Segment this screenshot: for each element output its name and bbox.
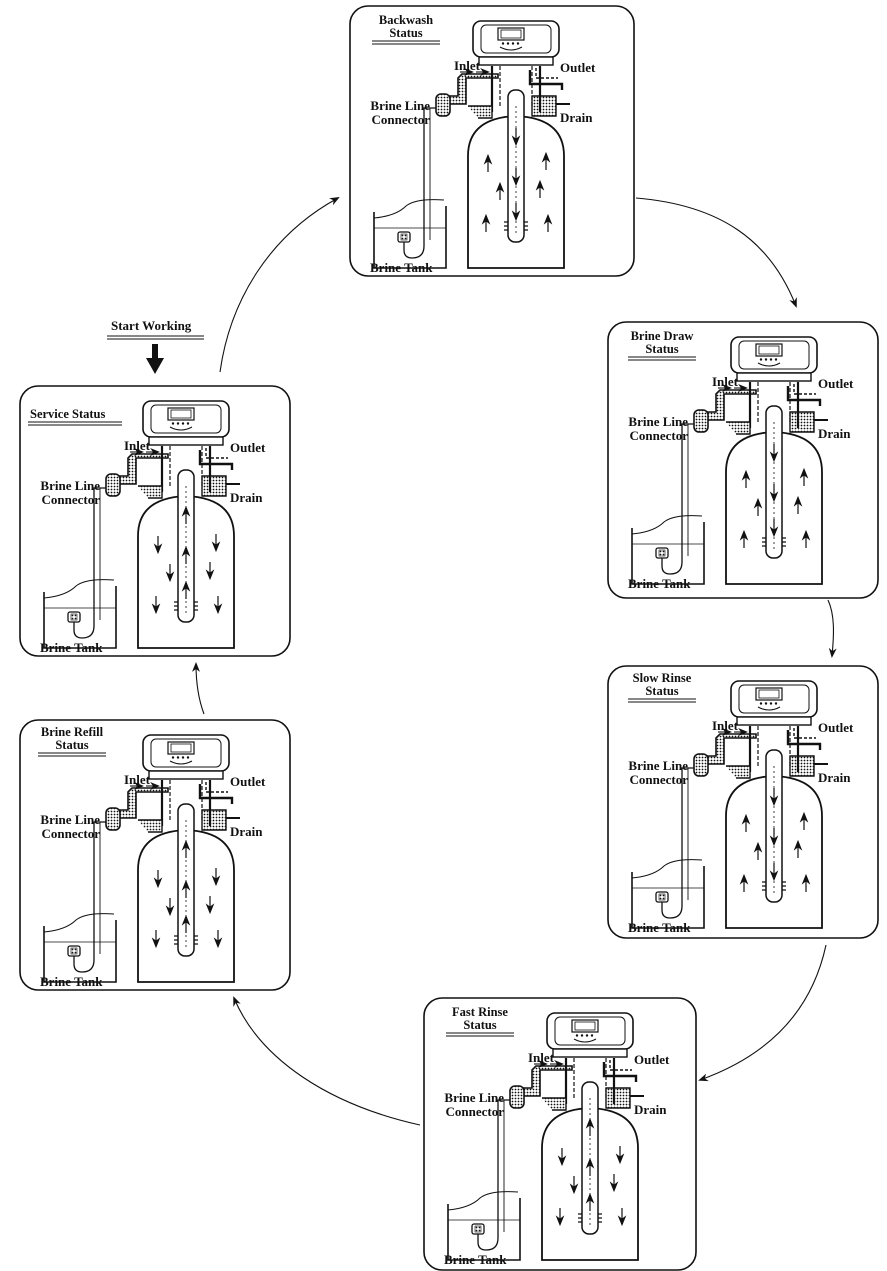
outlet-label: Outlet [230, 440, 266, 455]
start-working: Start Working [107, 318, 204, 374]
panel-title: Fast Rinse [452, 1005, 508, 1019]
drain-label: Drain [230, 490, 263, 505]
inlet-label: Inlet [454, 58, 481, 73]
drain-label: Drain [634, 1102, 667, 1117]
arrow-fast-rinse-to-brine-refill [233, 996, 421, 1126]
panel-title: Brine Refill [41, 725, 104, 739]
panel-title: Brine Draw [631, 329, 694, 343]
connector-label: Connector [42, 492, 101, 507]
inlet-label: Inlet [124, 772, 151, 787]
panel-title: Status [645, 342, 678, 356]
panel-title: Status [55, 738, 88, 752]
drain-label: Drain [818, 770, 851, 785]
panel-title: Status [463, 1018, 496, 1032]
brine-line-label: Brine Line [40, 478, 100, 493]
drain-label: Drain [818, 426, 851, 441]
brine-line-label: Brine Line [628, 414, 688, 429]
panel-title: Service Status [30, 407, 105, 421]
panel-title: Slow Rinse [633, 671, 692, 685]
connector-label: Connector [372, 112, 431, 127]
arrow-brine-draw-to-slow-rinse [827, 599, 837, 658]
brine-line-label: Brine Line [628, 758, 688, 773]
brine-tank-label: Brine Tank [370, 260, 433, 275]
panel-title: Backwash [379, 13, 433, 27]
arrow-brine-refill-to-service [192, 662, 205, 715]
brine-line-label: Brine Line [370, 98, 430, 113]
arrow-backwash-to-brine-draw [635, 197, 797, 308]
outlet-label: Outlet [230, 774, 266, 789]
brine-tank-label: Brine Tank [40, 640, 103, 655]
brine-tank-label: Brine Tank [444, 1252, 507, 1267]
connector-label: Connector [446, 1104, 505, 1119]
brine-tank-label: Brine Tank [628, 576, 691, 591]
connector-label: Connector [630, 772, 689, 787]
drain-label: Drain [560, 110, 593, 125]
connector-label: Connector [630, 428, 689, 443]
cycle-arrows [192, 197, 837, 1126]
brine-tank-label: Brine Tank [628, 920, 691, 935]
drain-label: Drain [230, 824, 263, 839]
panel-title: Status [645, 684, 678, 698]
brine-line-label: Brine Line [40, 812, 100, 827]
connector-label: Connector [42, 826, 101, 841]
outlet-label: Outlet [818, 376, 854, 391]
brine-line-label: Brine Line [444, 1090, 504, 1105]
outlet-label: Outlet [818, 720, 854, 735]
arrow-slow-rinse-to-fast-rinse [698, 944, 827, 1082]
brine-tank-label: Brine Tank [40, 974, 103, 989]
panel-title: Status [389, 26, 422, 40]
outlet-label: Outlet [634, 1052, 670, 1067]
inlet-label: Inlet [528, 1050, 555, 1065]
outlet-label: Outlet [560, 60, 596, 75]
inlet-label: Inlet [124, 438, 151, 453]
inlet-label: Inlet [712, 374, 739, 389]
start-working-label: Start Working [111, 318, 192, 333]
inlet-label: Inlet [712, 718, 739, 733]
arrow-service-to-backwash [219, 197, 340, 373]
